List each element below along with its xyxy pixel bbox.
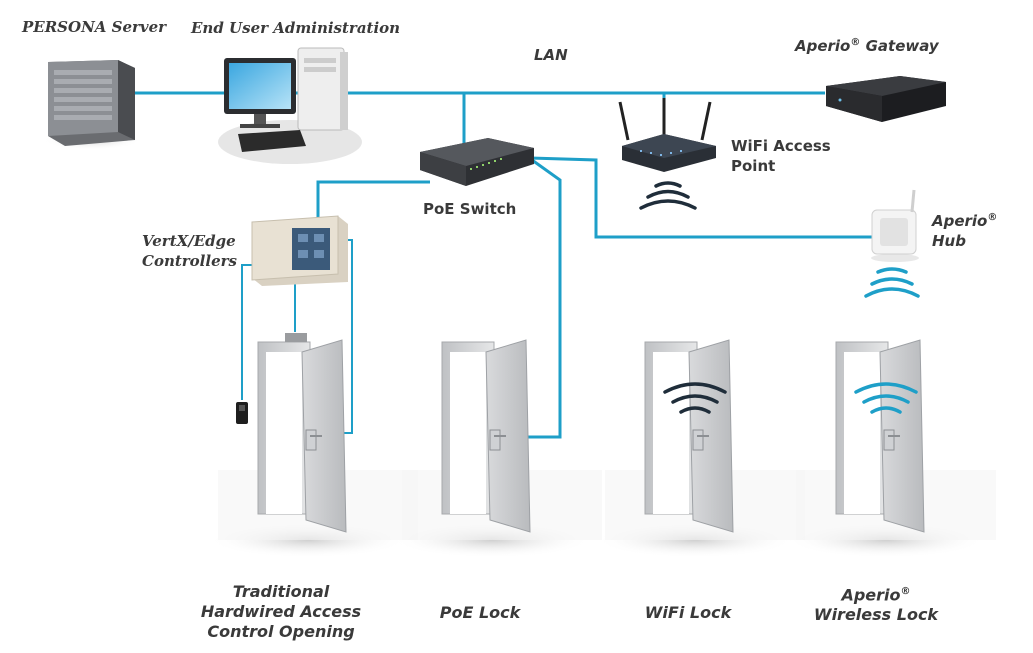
poe-switch-label: PoE Switch	[423, 200, 517, 218]
end-user-admin-label: End User Administration	[191, 19, 401, 37]
caption-traditional: Traditional Hardwired Access Control Ope…	[200, 582, 362, 641]
aperio-hub-signal-icon	[864, 267, 920, 298]
persona-server-label: PERSONA Server	[22, 18, 167, 36]
aperio-hub-label: Aperio®Hub	[932, 212, 998, 250]
caption-wifi-lock: WiFi Lock	[644, 603, 732, 622]
door-aperio-lock	[786, 339, 996, 558]
door-wifi-lock	[595, 339, 805, 558]
switch-to-poe-lock	[505, 158, 562, 439]
lan-label: LAN	[534, 46, 568, 64]
lock-signal-icon	[854, 382, 918, 414]
door-traditional	[208, 339, 418, 558]
door-closer-icon	[285, 333, 307, 342]
caption-poe-lock: PoE Lock	[439, 603, 521, 622]
switch-to-vertx	[316, 180, 430, 222]
card-reader-icon	[236, 402, 248, 424]
aperio-hub-icon	[871, 189, 919, 262]
switch-to-hub	[529, 156, 880, 239]
server-icon	[42, 60, 142, 150]
workstation-icon	[218, 47, 362, 164]
aperio-gateway-label: Aperio® Gateway	[795, 37, 939, 55]
caption-aperio-lock: Aperio® Wireless Lock	[813, 585, 939, 625]
poe-switch-icon	[420, 138, 534, 186]
wifi-ap-icon	[618, 98, 716, 172]
gateway-icon	[826, 76, 946, 122]
door-poe-lock	[392, 339, 602, 558]
vertx-controller-icon	[251, 215, 348, 286]
wifi-ap-signal-icon	[639, 181, 697, 210]
lock-signal-icon	[663, 382, 727, 414]
